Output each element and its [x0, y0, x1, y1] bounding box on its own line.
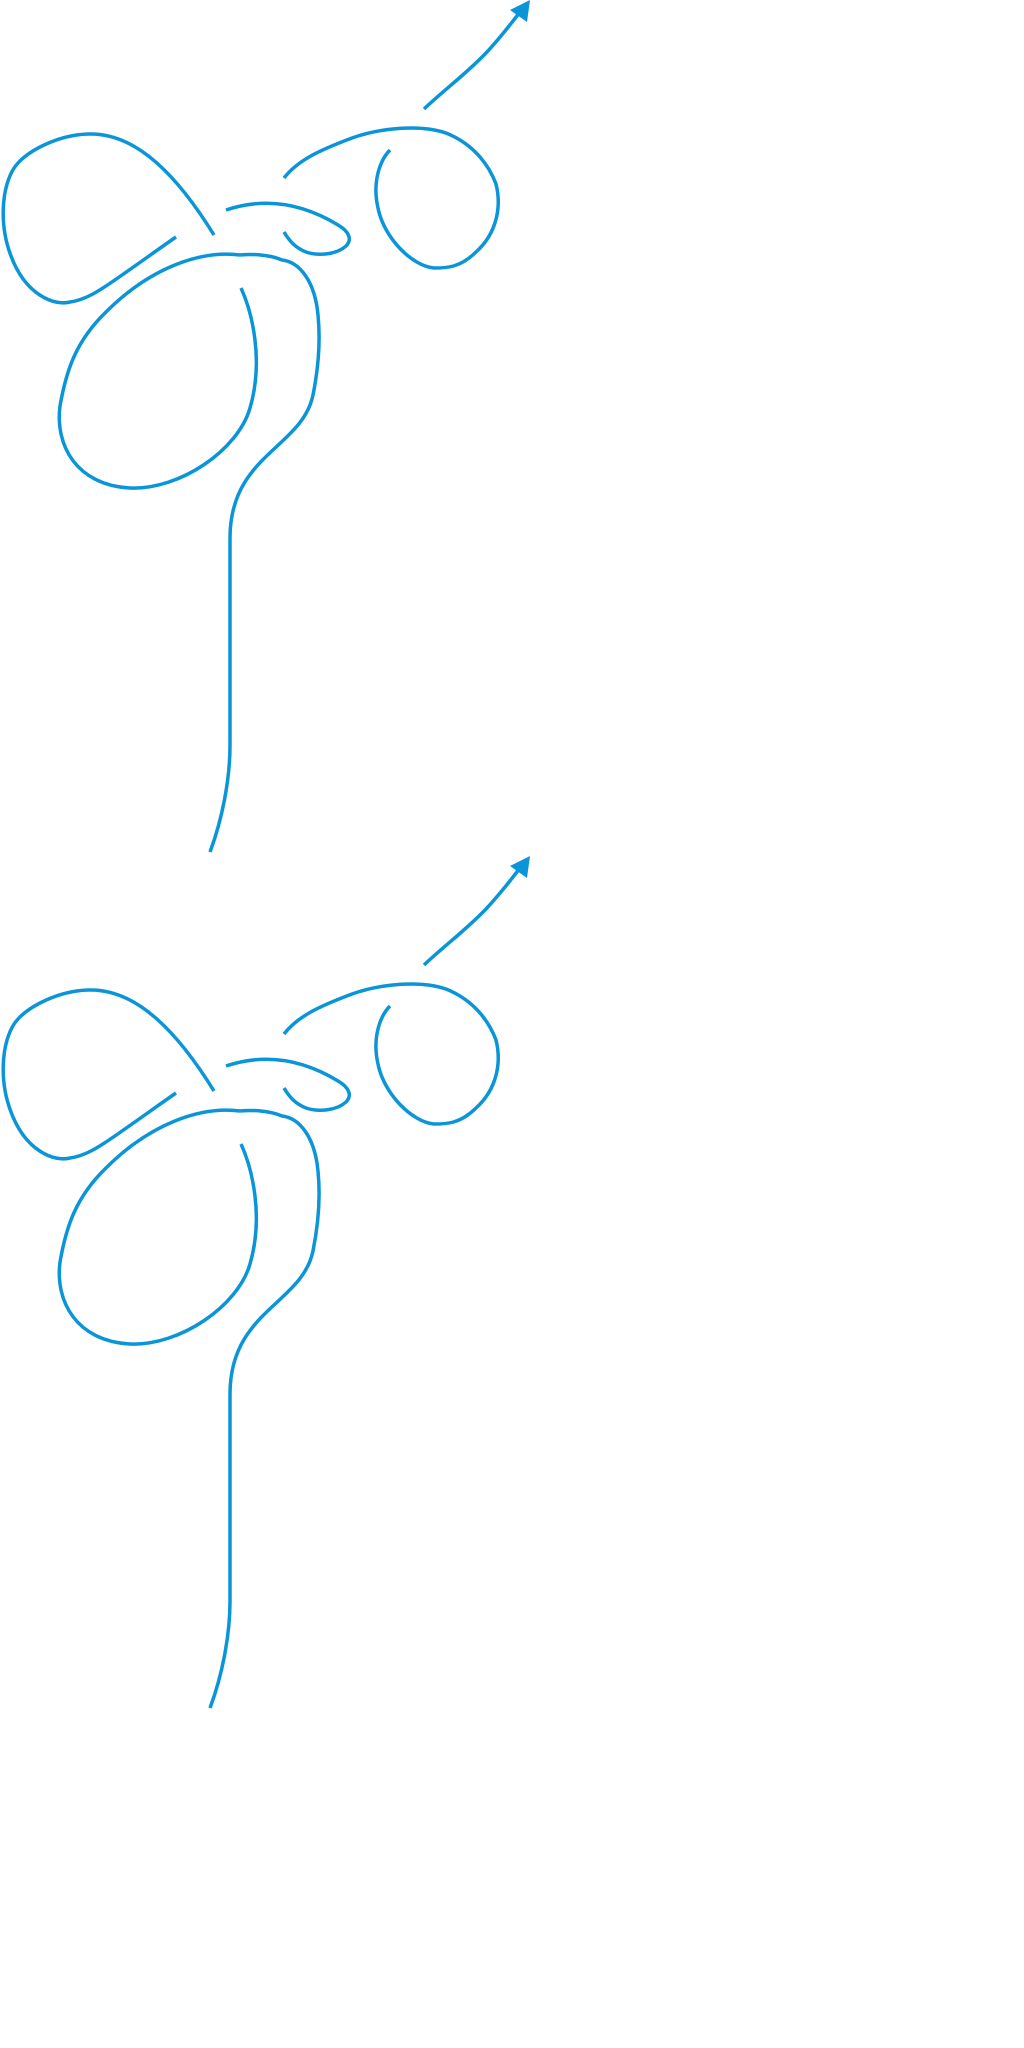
tail-strand	[208, 252, 321, 853]
upper-arc-strand	[282, 126, 500, 270]
knot-diagram-bottom	[1, 854, 532, 1710]
middle-hook-strand	[225, 201, 352, 256]
upper-left-loop-strand	[1, 132, 216, 305]
knot-diagram-top	[1, 0, 530, 853]
exit-strand	[422, 10, 522, 111]
arrowhead-icon	[510, 0, 530, 22]
lower-left-loop-strand	[57, 252, 259, 490]
